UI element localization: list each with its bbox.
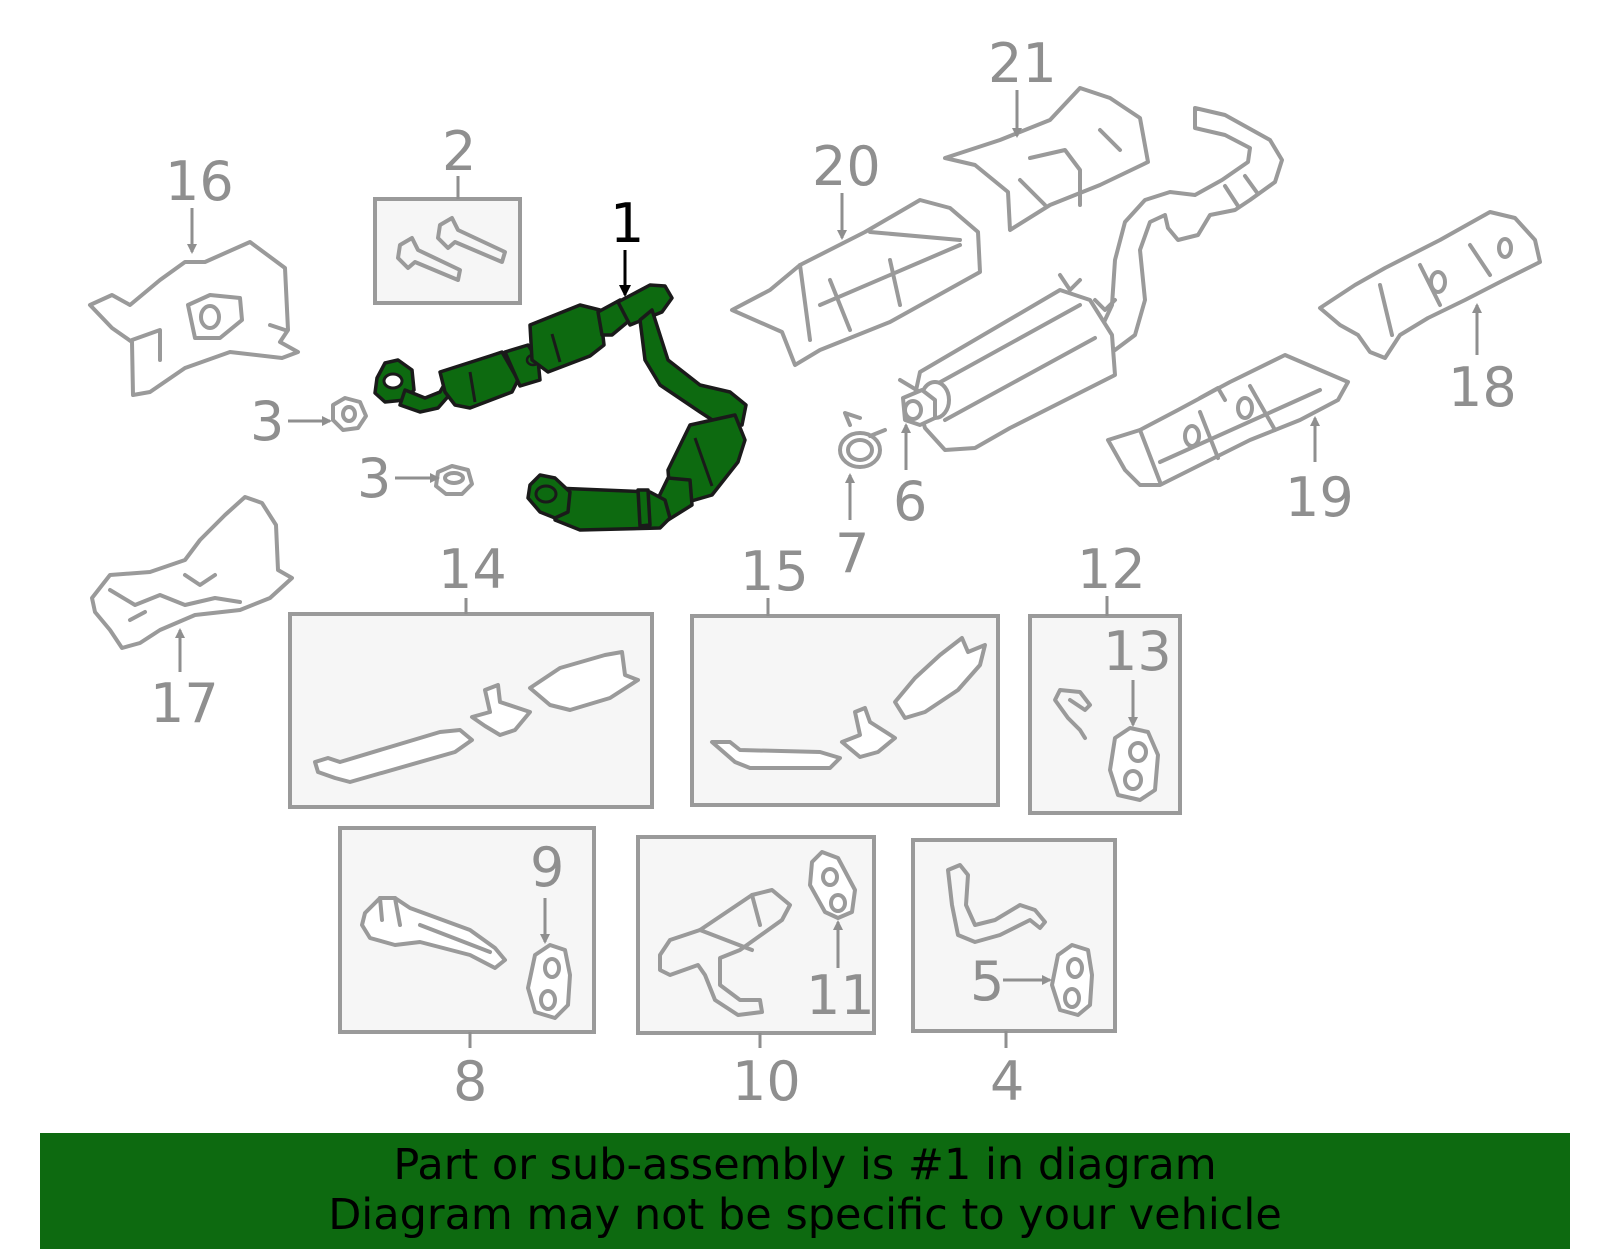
- banner-line-2: Diagram may not be specific to your vehi…: [328, 1190, 1282, 1240]
- callout-7: 7: [835, 522, 869, 585]
- callout-6: 6: [893, 470, 927, 533]
- callout-15: 15: [740, 540, 809, 603]
- part-16-heat-shield: [88, 240, 300, 397]
- callout-16: 16: [165, 150, 234, 213]
- part-5-rubber-isolator: [1050, 943, 1094, 1017]
- callout-14: 14: [438, 538, 507, 601]
- part-18-heat-shield: [1318, 210, 1542, 360]
- banner-line-1: Part or sub-assembly is #1 in diagram: [393, 1140, 1217, 1190]
- part-19-heat-shield: [1106, 353, 1350, 487]
- callout-3-lower: 3: [357, 447, 391, 510]
- part-21-heat-shield: [943, 86, 1150, 232]
- callout-13: 13: [1103, 620, 1172, 683]
- part-3-nut-lower: [434, 464, 474, 496]
- part-1-catalytic-converter: [373, 283, 748, 532]
- callout-20: 20: [812, 135, 881, 198]
- callout-11: 11: [806, 964, 875, 1027]
- callout-21: 21: [988, 32, 1057, 95]
- callout-9: 9: [530, 836, 564, 899]
- part-17-heat-shield: [90, 495, 294, 650]
- part-9-rubber-isolator: [526, 943, 572, 1020]
- callout-8: 8: [453, 1050, 487, 1113]
- callout-19: 19: [1285, 466, 1354, 529]
- part-7-clamp: [838, 411, 887, 469]
- callout-18: 18: [1448, 356, 1517, 419]
- callout-labels: 1 2 3 3 4 5 6 7 8 9 10 11 12 13 14 15 16…: [150, 32, 1517, 1113]
- part-14-heat-shield-kit: [288, 612, 654, 809]
- info-banner: Part or sub-assembly is #1 in diagram Di…: [40, 1133, 1570, 1249]
- callout-2: 2: [442, 120, 476, 183]
- leader-lines: [175, 90, 1482, 1048]
- callout-12: 12: [1077, 538, 1146, 601]
- callout-5: 5: [970, 950, 1004, 1013]
- callout-1: 1: [610, 192, 644, 255]
- callout-3-upper: 3: [250, 390, 284, 453]
- part-3-nut-upper: [331, 396, 368, 432]
- part-6-clamp: [901, 388, 937, 427]
- part-2-bolt-kit: [373, 197, 522, 305]
- part-13-rubber-isolator: [1108, 726, 1160, 802]
- callout-17: 17: [150, 672, 219, 735]
- part-11-rubber-isolator: [808, 850, 857, 920]
- part-20-heat-shield: [730, 198, 982, 367]
- callout-4: 4: [990, 1050, 1024, 1113]
- part-muffler-tailpipe: [898, 106, 1284, 452]
- callout-10: 10: [732, 1050, 801, 1113]
- part-15-heat-shield-kit: [690, 614, 1000, 807]
